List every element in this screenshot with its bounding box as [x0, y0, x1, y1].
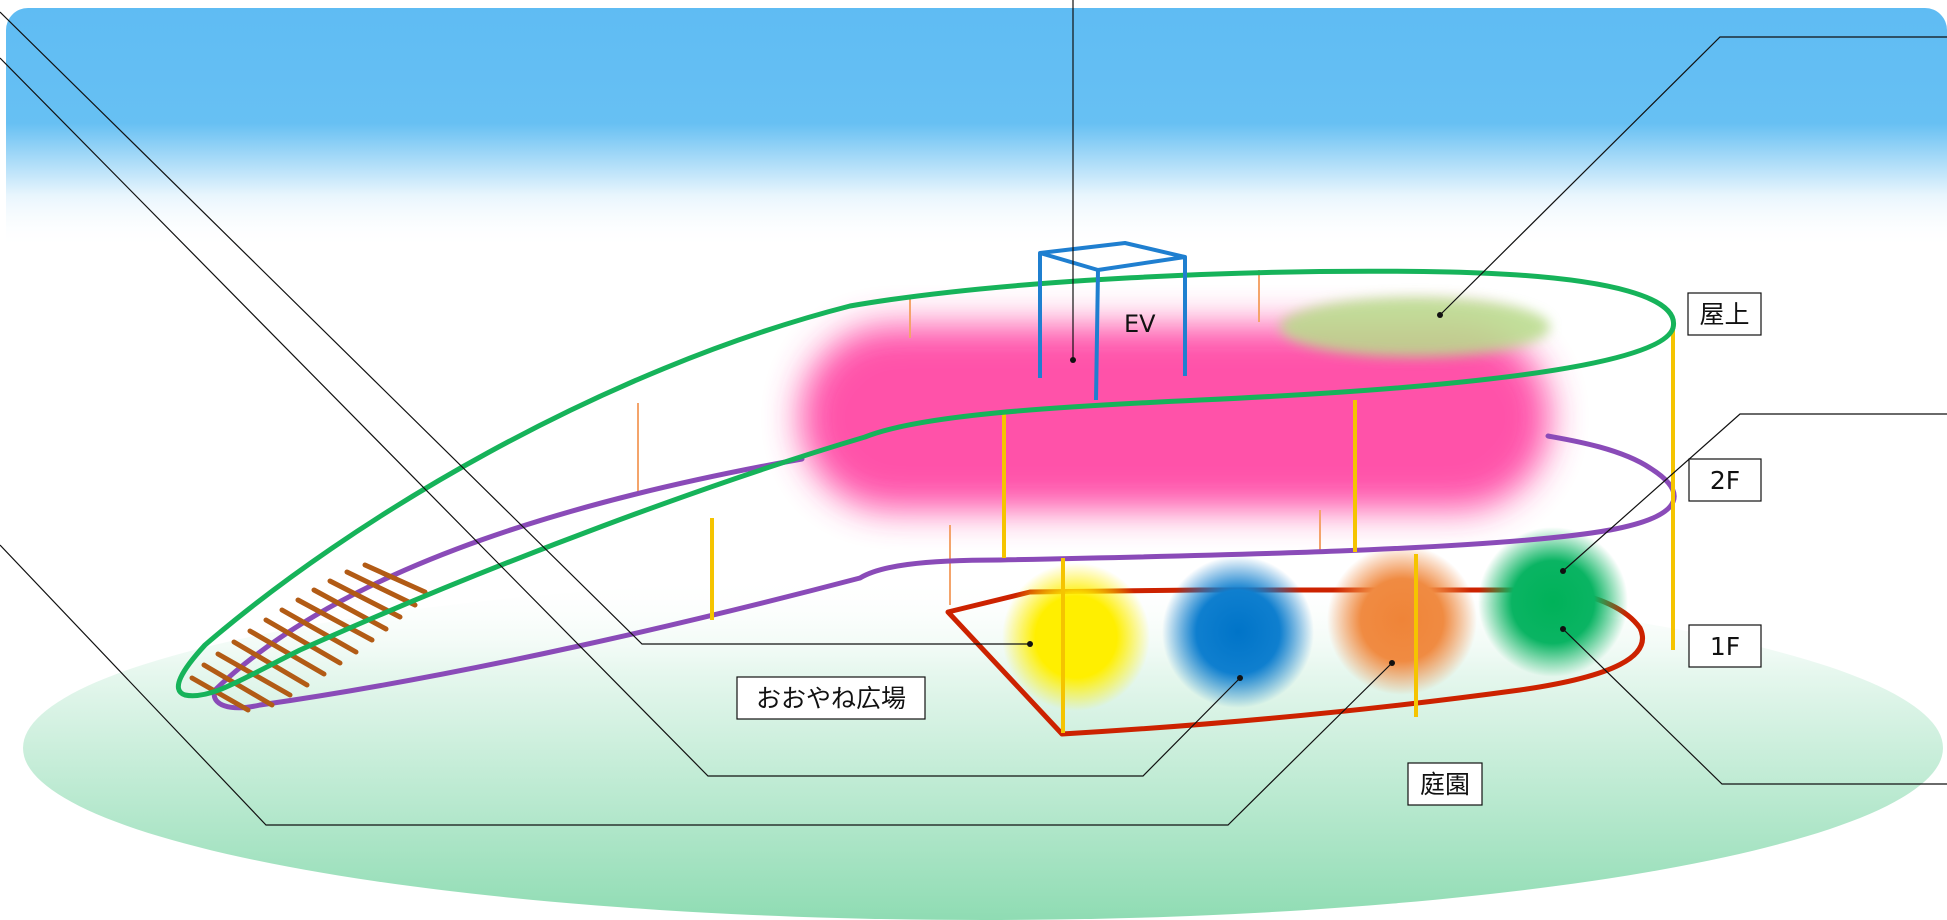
ev-label: EV — [1124, 310, 1156, 338]
floor1-label: 1F — [1710, 632, 1740, 661]
rooftop-label-box: 屋上 — [1687, 292, 1762, 336]
sky — [6, 8, 1947, 248]
sphere-yellow — [1002, 563, 1150, 711]
thin-columns — [637, 270, 1321, 605]
garden-label: 庭園 — [1420, 770, 1470, 799]
sphere-green — [1478, 527, 1628, 677]
floor2-outline — [211, 433, 1677, 711]
plaza-label-box: おおやね広場 — [736, 676, 926, 720]
leader-lines — [0, 0, 1947, 826]
sphere-blue — [1162, 556, 1314, 708]
elevator — [1038, 241, 1187, 401]
yellow-columns — [710, 330, 1675, 733]
rooftop-outline — [175, 268, 1677, 699]
garden-label-box: 庭園 — [1407, 762, 1483, 806]
floor1-label-box: 1F — [1688, 624, 1762, 668]
plaza-label: おおやね広場 — [756, 684, 906, 713]
sphere-orange — [1327, 545, 1477, 695]
leader-endpoints — [1027, 312, 1566, 681]
pink-volume — [800, 325, 1550, 510]
rooftop-label: 屋上 — [1699, 300, 1749, 329]
rooftop-garden — [1280, 297, 1550, 357]
floor2-label-box: 2F — [1688, 458, 1762, 502]
floor2-label: 2F — [1710, 466, 1740, 495]
